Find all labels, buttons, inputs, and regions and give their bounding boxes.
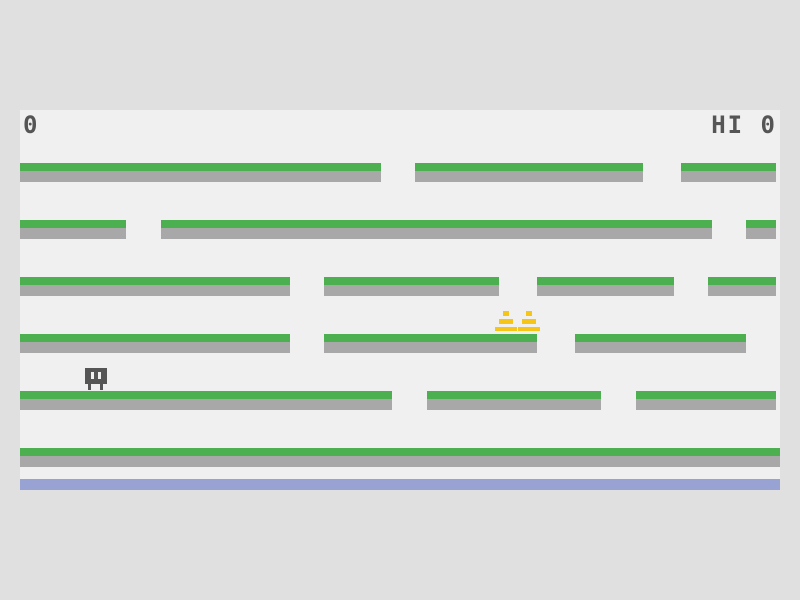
platform — [681, 163, 776, 182]
platform — [324, 277, 499, 296]
score-display: 0 — [23, 113, 39, 137]
platform — [20, 163, 381, 182]
platform — [324, 334, 537, 353]
platform — [20, 391, 392, 410]
platform — [636, 391, 776, 410]
platform — [20, 334, 290, 353]
score-value: 0 — [23, 111, 40, 139]
hi-score-display: HI 0 — [711, 113, 777, 137]
platform — [20, 277, 290, 296]
platform — [427, 391, 601, 410]
platform — [708, 277, 776, 296]
hi-score-label: HI — [711, 111, 745, 139]
platform — [575, 334, 746, 353]
coin-stack-icon — [495, 311, 517, 331]
box-character-icon — [85, 368, 107, 390]
platform — [746, 220, 776, 239]
hi-score-value: 0 — [760, 111, 777, 139]
coin-stack-icon — [518, 311, 540, 331]
platform — [415, 163, 643, 182]
platform — [161, 220, 712, 239]
ground-platform — [20, 448, 780, 467]
game-stage[interactable]: 0 HI 0 — [20, 110, 780, 490]
platform — [537, 277, 674, 296]
platform — [20, 220, 126, 239]
water-strip — [20, 479, 780, 490]
